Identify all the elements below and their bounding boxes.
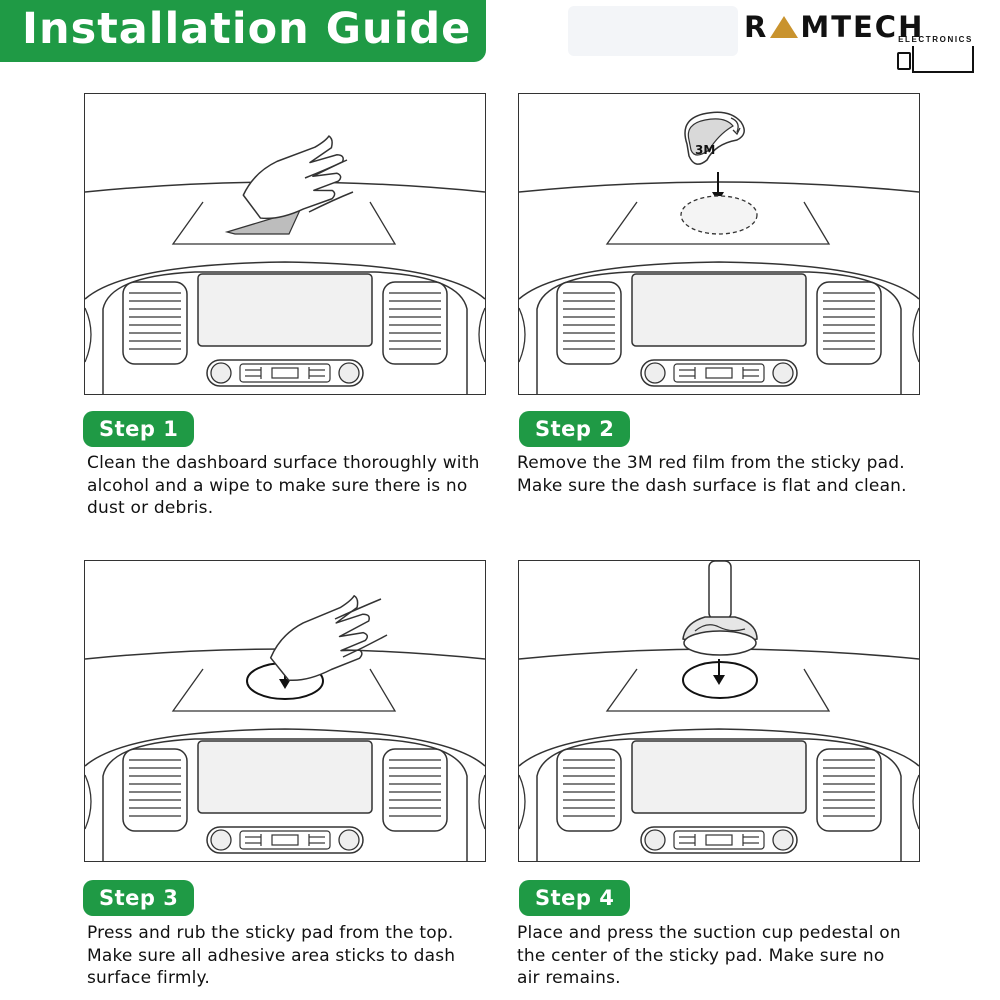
logo-cable-line [912, 71, 974, 73]
step-4-description: Place and press the suction cup pedestal… [517, 923, 901, 988]
step-4-badge: Step 4 [519, 880, 631, 916]
logo-cable-line [972, 46, 974, 73]
step-4-illustration [518, 560, 920, 862]
hand-wiping-icon [224, 133, 354, 235]
step-1-illustration [84, 93, 486, 395]
step-2-illustration: 3M [518, 93, 920, 395]
step-1-badge: Step 1 [83, 411, 195, 447]
step-1-description: Clean the dashboard surface thoroughly w… [87, 453, 480, 518]
step-2-description: Remove the 3M red film from the sticky p… [517, 453, 907, 496]
logo-a-triangle-icon [770, 16, 799, 38]
suction-cup-icon [682, 561, 758, 699]
logo-cable-line [912, 46, 914, 72]
step-3-illustration [84, 560, 486, 862]
step-3-badge: Step 3 [83, 880, 195, 916]
step-2-badge: Step 2 [519, 411, 631, 447]
3m-pad-icon: 3M [680, 111, 758, 235]
usb-plug-icon [897, 52, 911, 70]
hand-pressing-icon [246, 592, 388, 700]
header-banner: Installation Guide [0, 0, 486, 62]
faded-banner [568, 6, 738, 56]
logo-subtitle: ELECTRONICS [898, 35, 973, 44]
page-title: Installation Guide [22, 4, 472, 54]
3m-label: 3M [695, 143, 715, 157]
step-3-description: Press and rub the sticky pad from the to… [87, 923, 456, 988]
